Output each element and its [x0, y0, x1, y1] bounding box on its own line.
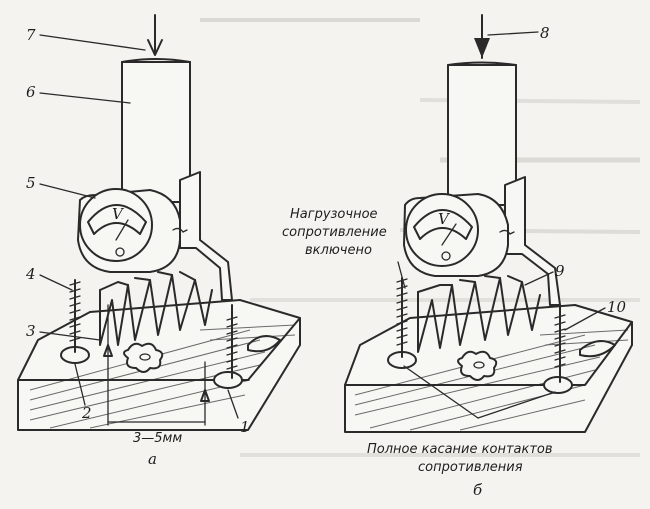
panel-a-caption: а	[148, 450, 157, 468]
load-resistance-note: Нагрузочное сопротивление включено	[282, 207, 387, 258]
full-contact-note: Полное касание контактов сопротивления	[367, 442, 553, 475]
leaders-a	[39, 34, 239, 419]
label-10: 10	[607, 298, 627, 316]
label-9: 9	[555, 262, 565, 280]
label-6: 6	[26, 83, 36, 101]
label-7: 7	[26, 26, 36, 44]
label-8: 8	[540, 24, 550, 42]
full-contact-line-1: Полное касание контактов	[367, 442, 553, 457]
leaders-b	[397, 31, 606, 419]
label-3: 3	[26, 322, 36, 340]
volt-symbol-b: V	[438, 210, 451, 228]
load-resistance-line-2: сопротивление	[282, 225, 387, 240]
dimension-label: 3—5мм	[133, 431, 182, 446]
panel-b-drawing: V	[344, 14, 633, 433]
load-resistance-line-3: включено	[305, 243, 372, 258]
label-4: 4	[25, 265, 36, 283]
full-contact-line-2: сопротивления	[418, 460, 523, 475]
panel-a-drawing: V	[17, 14, 301, 431]
label-2: 2	[81, 404, 92, 422]
panel-b-caption: б	[473, 481, 483, 499]
load-resistance-line-1: Нагрузочное	[290, 207, 378, 222]
label-5: 5	[26, 174, 36, 192]
volt-symbol-a: V	[112, 205, 125, 223]
label-1: 1	[240, 418, 250, 436]
